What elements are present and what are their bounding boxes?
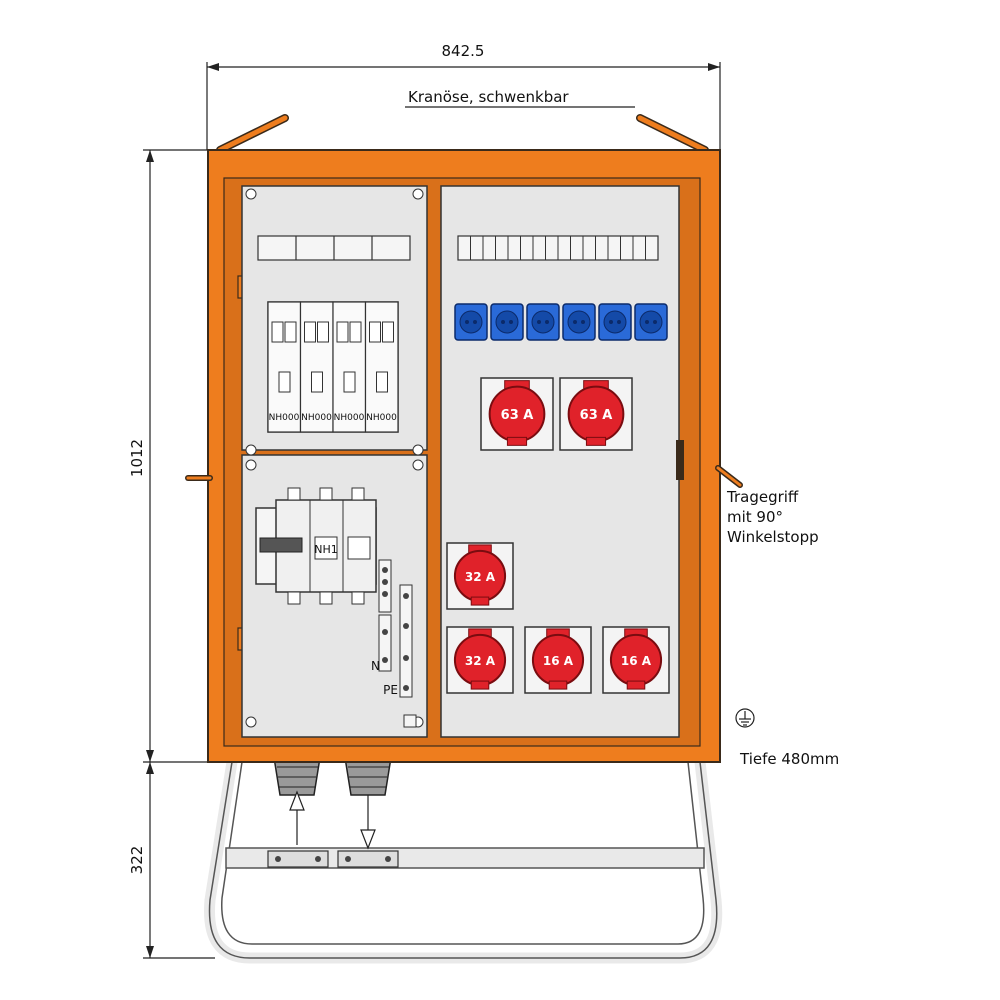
right-panel: 63 A 63 A 32 A 32 A 16 A 16 A — [440, 185, 684, 738]
schuko-socket — [634, 303, 668, 341]
cee-socket-label: 16 A — [621, 654, 652, 668]
cee-socket-label: 16 A — [543, 654, 574, 668]
schuko-socket — [490, 303, 524, 341]
schuko-socket — [598, 303, 632, 341]
handle-line-1: Tragegriff — [726, 488, 799, 506]
cee-socket-label: 32 A — [465, 654, 496, 668]
fuse-1: NH000 — [267, 301, 302, 433]
schuko-socket — [454, 303, 488, 341]
terminal-n-label: N — [371, 659, 380, 673]
schuko-socket — [526, 303, 560, 341]
stand-frame — [204, 761, 723, 964]
fuse-2: NH000 — [299, 301, 334, 433]
crane-eye-label: Kranöse, schwenkbar — [408, 88, 569, 106]
clamp-left — [267, 850, 329, 868]
door-latch — [676, 440, 684, 480]
crane-eye-annotation: Kranöse, schwenkbar — [405, 88, 635, 108]
schuko-socket — [562, 303, 596, 341]
switch-label: NH1 — [314, 543, 338, 556]
cee-socket: 16 A — [524, 626, 592, 694]
cee-socket-label: 63 A — [580, 408, 613, 423]
cee-socket-label: 63 A — [501, 408, 534, 423]
cee-socket-group: 63 A 63 A 32 A 32 A 16 A 16 A — [446, 377, 670, 694]
schuko-socket-row — [454, 303, 668, 341]
handle-line-2: mit 90° — [727, 508, 783, 526]
cee-socket: 32 A — [446, 542, 514, 610]
cee-socket: 63 A — [559, 377, 633, 451]
handle-line-3: Winkelstopp — [727, 528, 819, 546]
terminal-pe-label: PE — [383, 683, 398, 697]
height-dimension: 1012 — [128, 149, 215, 763]
ground-icon — [735, 708, 755, 728]
cee-socket: 63 A — [480, 377, 554, 451]
stand-height-dimension: 322 — [128, 762, 215, 959]
handle-annotation: Tragegriff mit 90° Winkelstopp — [726, 488, 819, 546]
cee-socket-label: 32 A — [465, 570, 496, 584]
fuse-label: NH000 — [301, 413, 332, 423]
crane-eye-left — [216, 114, 289, 154]
main-switch: NH1 — [255, 487, 377, 605]
width-label: 842.5 — [442, 42, 485, 60]
width-dimension: 842.5 — [206, 42, 721, 150]
fuse-label: NH000 — [334, 413, 365, 423]
crane-eye-right — [636, 114, 709, 154]
cee-socket: 16 A — [602, 626, 670, 694]
terminal-strip: N PE — [371, 559, 417, 728]
stand-height-label: 322 — [128, 846, 146, 875]
cabinet-height-label: 1012 — [128, 439, 146, 477]
depth-label: Tiefe 480mm — [739, 750, 839, 768]
switch-handle — [259, 537, 303, 553]
clamp-right — [337, 850, 399, 868]
fuse-label: NH000 — [366, 413, 397, 423]
fuse-label: NH000 — [269, 413, 300, 423]
fuse-3: NH000 — [332, 301, 367, 433]
cee-socket: 32 A — [446, 626, 514, 694]
fuse-4: NH000 — [364, 301, 399, 433]
